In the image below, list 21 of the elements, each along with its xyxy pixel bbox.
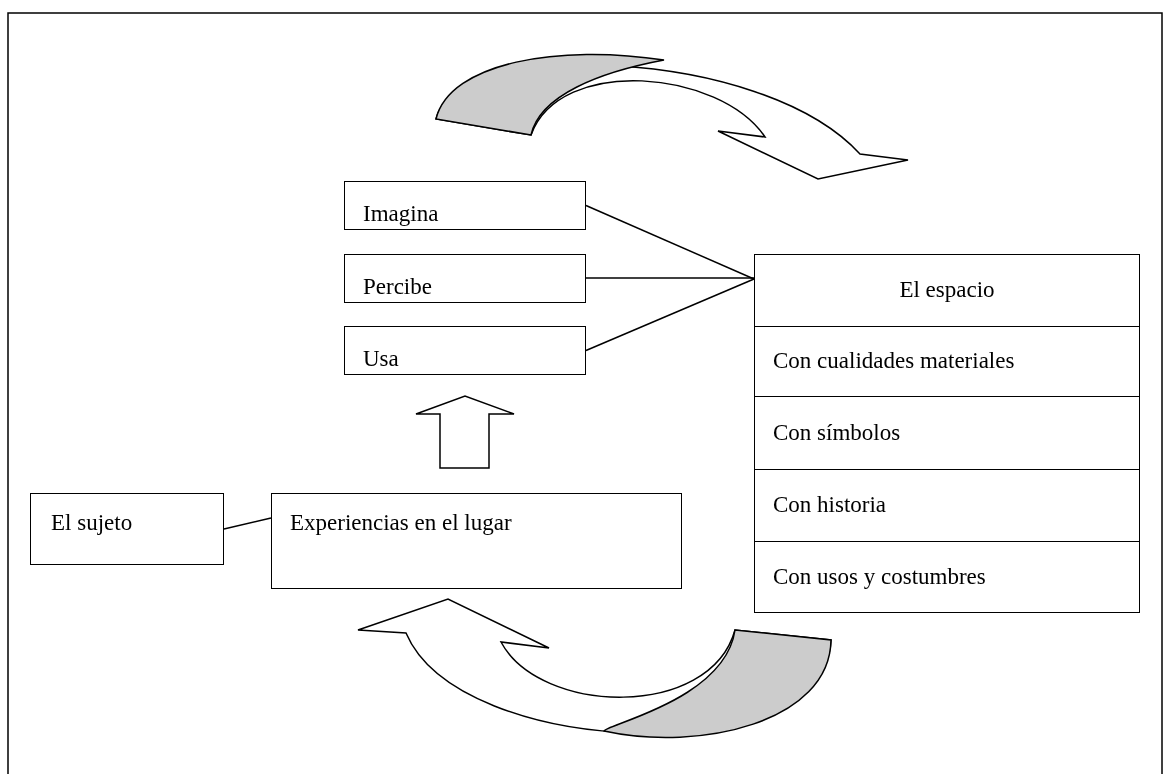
table-box <box>754 254 1140 613</box>
table-cell: Con cualidades materiales <box>755 325 1139 396</box>
text-box <box>344 181 586 230</box>
text-box <box>30 493 224 565</box>
box-label: Experiencias en el lugar <box>290 510 512 536</box>
table-cell: Con símbolos <box>755 395 1139 469</box>
connector-line <box>585 277 755 279</box>
box-label: Imagina <box>363 201 439 227</box>
block-arrow <box>415 395 515 469</box>
box-label: Percibe <box>363 274 432 300</box>
box-label: El sujeto <box>51 510 133 536</box>
table-cell: Con usos y costumbres <box>755 540 1139 613</box>
text-box <box>271 493 682 589</box>
text-box <box>344 254 586 303</box>
text-box <box>344 326 586 375</box>
table-header-cell-text: El espacio <box>898 275 996 304</box>
connector-line <box>223 517 272 530</box>
table-cell: Con historia <box>755 468 1139 541</box>
curved-block-arrow <box>357 598 832 738</box>
connector-line <box>585 278 755 352</box>
box-label: Usa <box>363 346 399 372</box>
